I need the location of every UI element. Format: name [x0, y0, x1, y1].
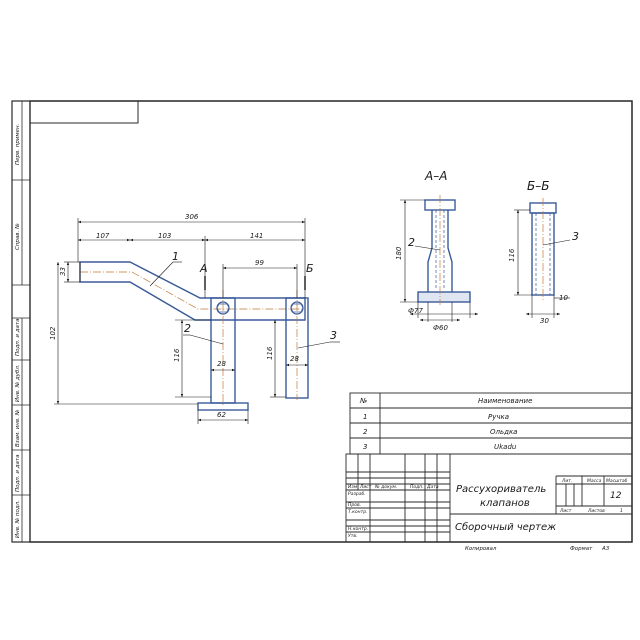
callout-2: 2	[184, 322, 191, 335]
section-bb-dims	[514, 209, 571, 318]
section-mark-b: Б	[306, 262, 314, 275]
section-bb-callout: 3	[572, 230, 579, 243]
dim-holes: 99	[255, 259, 264, 267]
tb-sheets-label: Листов	[587, 508, 605, 514]
dim-pipe-dia: 33	[59, 267, 67, 276]
tb-role-tcontrol: Т.контр.	[348, 509, 368, 515]
tb-scale: Масштаб	[606, 478, 628, 484]
side-stamp-2: Справ. №	[15, 223, 21, 250]
dim-mid-seg: 103	[158, 232, 171, 240]
side-stamp-1: Перв. примен.	[15, 123, 21, 165]
side-stamp-6: Подп. и дата	[15, 454, 21, 492]
side-stamp-5: Взам. инв. №	[15, 409, 21, 447]
parts-header-pos: №	[359, 397, 367, 405]
section-aa-view	[417, 195, 471, 305]
tb-col-doc: № докум.	[374, 484, 397, 490]
dim-right-leg-h: 116	[266, 346, 274, 360]
side-stamp-4: Инв. № дубл.	[15, 364, 21, 402]
tb-role-dev: Разраб.	[348, 491, 366, 497]
side-stamp-3: Подп. и дата	[15, 318, 21, 356]
section-aa-title: А–А	[424, 169, 447, 183]
footer-format-value: А3	[601, 546, 610, 552]
tb-col-sign: Подп.	[410, 484, 424, 490]
inner-frame	[29, 100, 633, 543]
dim-right-seg: 141	[250, 232, 263, 240]
tb-col-date: Дата	[426, 484, 439, 490]
section-aa-d2: Ф60	[433, 324, 448, 332]
parts-header-name: Наименование	[478, 397, 532, 405]
parts-row-1-pos: 1	[363, 413, 367, 421]
tb-col-list: Лист	[359, 484, 372, 490]
dim-left-leg-w: 28	[217, 360, 226, 368]
footer-copied: Копировал	[465, 546, 497, 552]
parts-row-1-name: Ручка	[488, 413, 509, 421]
dim-total-height: 102	[49, 326, 57, 340]
parts-row-3-name: Ukadu	[494, 443, 517, 451]
tb-product-line1: Рассухориватель	[456, 484, 546, 495]
tb-col-izm: Изм	[348, 484, 358, 490]
section-mark-a: А	[199, 262, 208, 275]
section-bb-bottom: 10	[559, 294, 568, 302]
dim-overall: 306	[185, 213, 199, 221]
frame	[11, 100, 633, 543]
tb-mass: Масса	[587, 478, 602, 484]
side-stamps	[12, 101, 30, 542]
dim-right-leg-w: 28	[290, 355, 299, 363]
section-aa-dims	[400, 199, 478, 322]
tb-doc-type: Сборочный чертеж	[455, 521, 556, 533]
parts-row-2-name: Ольдка	[490, 428, 517, 436]
tb-role-ncontrol: Н.контр.	[348, 526, 368, 532]
tb-sheet-label: Лист	[559, 508, 572, 514]
parts-row-3-pos: 3	[363, 443, 367, 451]
section-bb-width: 30	[540, 317, 549, 325]
tb-sheet-number: 12	[610, 491, 622, 501]
section-aa-d1: Ф77	[408, 307, 423, 315]
callout-3: 3	[330, 329, 337, 342]
parts-row-2-pos: 2	[363, 428, 368, 436]
section-bb-title: Б–Б	[527, 179, 549, 193]
dim-left-seg: 107	[96, 232, 110, 240]
tb-product-line2: клапанов	[480, 498, 530, 509]
section-bb-height: 116	[508, 248, 516, 262]
section-aa-height: 180	[395, 246, 403, 260]
side-stamp-7: Инв. № подл.	[15, 500, 21, 538]
tb-sheets-count: 1	[620, 508, 623, 514]
handle-pipe	[79, 261, 306, 321]
footer-format-label: Формат	[570, 546, 593, 552]
main-dimensions	[54, 218, 340, 424]
outer-frame	[11, 100, 633, 543]
section-bb-view	[529, 198, 557, 300]
title-block	[345, 453, 633, 543]
dim-base: 62	[217, 411, 226, 419]
tb-role-check: Пров.	[348, 502, 361, 508]
top-left-stamp	[29, 100, 139, 124]
left-base-plate	[197, 402, 249, 411]
tb-role-approve: Утв.	[348, 533, 357, 539]
tb-lit: Лит.	[561, 478, 572, 484]
callout-1: 1	[172, 250, 179, 263]
dim-left-leg-h: 116	[173, 348, 181, 362]
section-aa-callout: 2	[408, 236, 415, 249]
